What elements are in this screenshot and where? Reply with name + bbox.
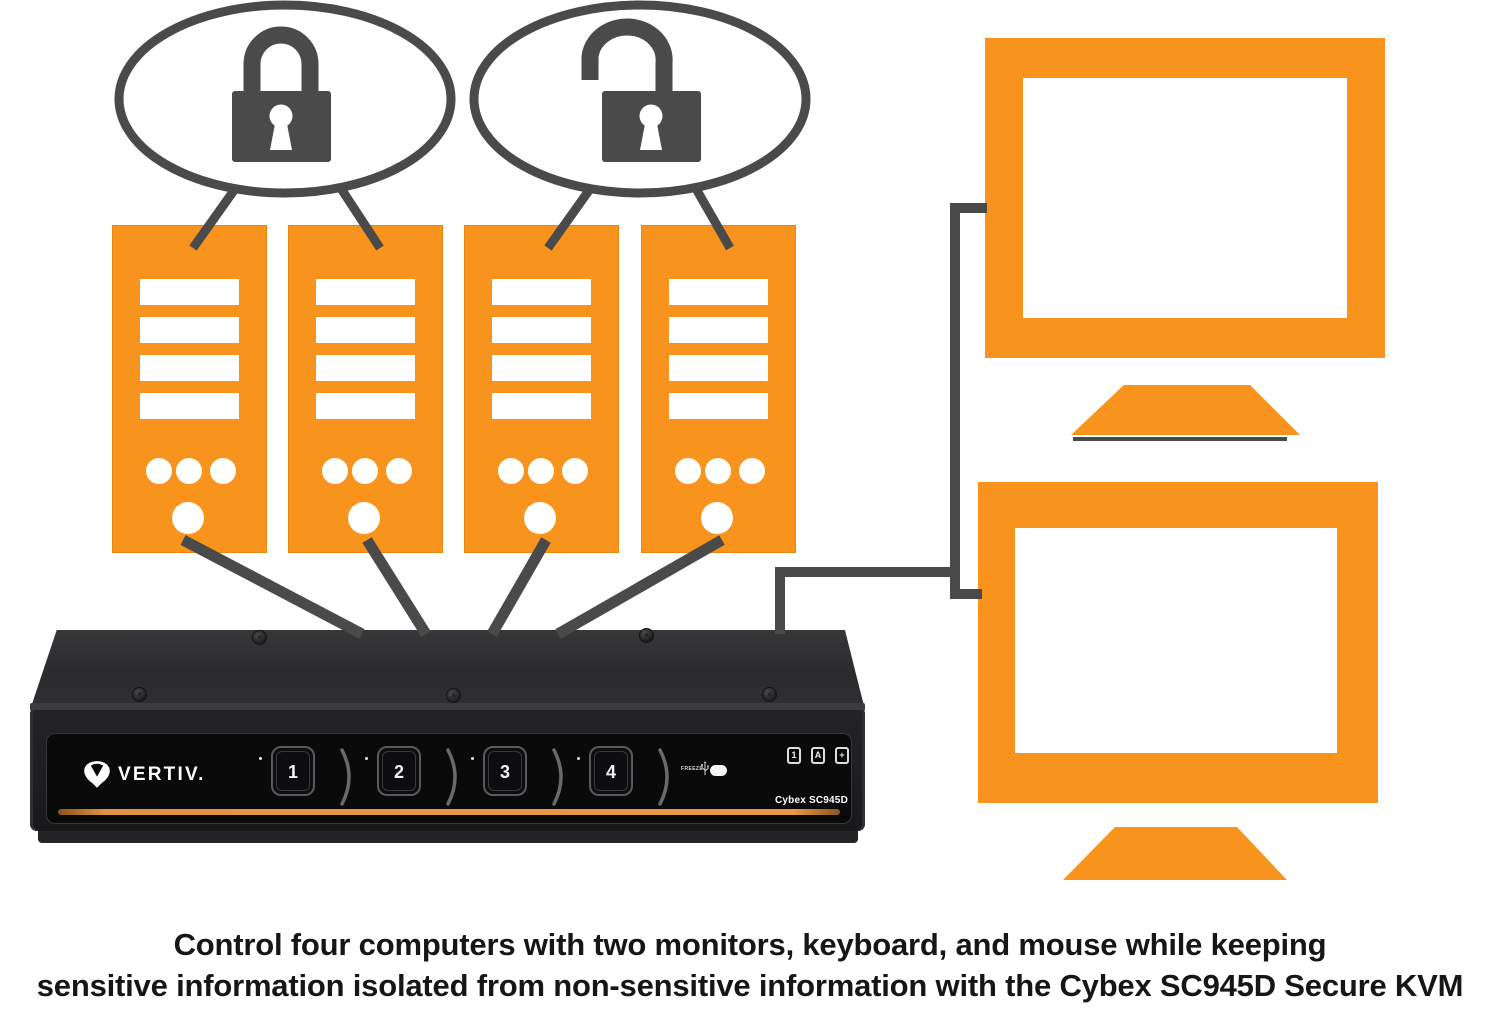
port-button-label: 4: [594, 751, 628, 791]
server-dot: [146, 458, 172, 484]
port-button-label: 2: [382, 751, 416, 791]
unlocked-padlock-icon: [581, 18, 701, 162]
server-vent: [140, 317, 239, 343]
keyboard-indicator-num: 1: [787, 747, 801, 764]
server-dot: [675, 458, 701, 484]
brand-text: VERTIV.: [118, 764, 206, 785]
server-dot: [352, 458, 378, 484]
monitor-screen: [1015, 528, 1337, 753]
monitor-icon-2: [978, 482, 1378, 803]
server-vent: [316, 279, 415, 305]
server-vent: [669, 393, 768, 419]
server-vent: [492, 355, 591, 381]
port-led-3: [471, 757, 474, 760]
server-dot: [705, 458, 731, 484]
server-vent: [492, 279, 591, 305]
secure-zone-ellipse: [114, 0, 456, 198]
server-dot: [528, 458, 554, 484]
accent-strip: [58, 809, 840, 815]
port-led-4: [577, 757, 580, 760]
connector-line-server3: [487, 537, 551, 637]
monitor-stand: [1071, 385, 1300, 435]
server-tower-icon-2: [288, 225, 443, 553]
monitor-icon-1: [985, 38, 1385, 358]
server-dot: [498, 458, 524, 484]
server-tower-icon-1: [112, 225, 267, 553]
port-button-4: 4: [589, 746, 633, 796]
caption-line-2: sensitive information isolated from non-…: [36, 968, 1464, 1003]
monitor-stand-shadow: [1073, 437, 1287, 441]
server-vent: [492, 317, 591, 343]
port-button-1: 1: [271, 746, 315, 796]
port-button-3: 3: [483, 746, 527, 796]
server-dot: [322, 458, 348, 484]
nonsecure-zone-ellipse: [469, 0, 811, 198]
caption: Control four computers with two monitors…: [0, 924, 1500, 1006]
freeze-led: [710, 765, 727, 776]
server-vent: [140, 393, 239, 419]
server-tower-icon-4: [641, 225, 796, 553]
monitor-stand: [1063, 827, 1287, 880]
screw-icon: [639, 628, 654, 643]
port-led-1: [259, 757, 262, 760]
server-dot: [210, 458, 236, 484]
server-vent: [669, 279, 768, 305]
locked-padlock-icon: [232, 26, 331, 162]
server-power-dot: [524, 502, 556, 534]
port-button-label: 1: [276, 751, 310, 791]
screw-icon: [762, 687, 777, 702]
model-text: Cybex SC945D: [775, 795, 848, 806]
server-power-dot: [172, 502, 204, 534]
port-button-label: 3: [488, 751, 522, 791]
server-vent: [492, 393, 591, 419]
caption-line-1: Control four computers with two monitors…: [173, 927, 1327, 962]
connector-line-server4: [555, 535, 725, 639]
kvm-base: [38, 831, 858, 843]
monitor-notch: [1177, 350, 1193, 357]
server-vent: [316, 355, 415, 381]
connector-line-server1: [180, 535, 365, 639]
connector-line-kvm-to-trunk: [775, 567, 958, 634]
server-vent: [669, 355, 768, 381]
server-dot: [176, 458, 202, 484]
server-power-dot: [701, 502, 733, 534]
server-vent: [669, 317, 768, 343]
keyboard-indicator-scroll: +: [835, 747, 849, 764]
server-tower-icon-3: [464, 225, 619, 553]
freeze-label: FREEZE: [681, 766, 704, 772]
server-vent: [316, 393, 415, 419]
port-led-2: [365, 757, 368, 760]
screw-icon: [132, 687, 147, 702]
server-vent: [316, 317, 415, 343]
monitor-screen: [1023, 78, 1347, 318]
screw-icon: [252, 630, 267, 645]
port-button-2: 2: [377, 746, 421, 796]
keyboard-indicator-caps: A: [811, 747, 825, 764]
screw-icon: [446, 688, 461, 703]
server-vent: [140, 355, 239, 381]
server-power-dot: [348, 502, 380, 534]
connector-line-server2: [362, 537, 431, 637]
server-dot: [562, 458, 588, 484]
server-dot: [739, 458, 765, 484]
kvm-front-ridge: [30, 703, 865, 711]
server-vent: [140, 279, 239, 305]
server-dot: [386, 458, 412, 484]
